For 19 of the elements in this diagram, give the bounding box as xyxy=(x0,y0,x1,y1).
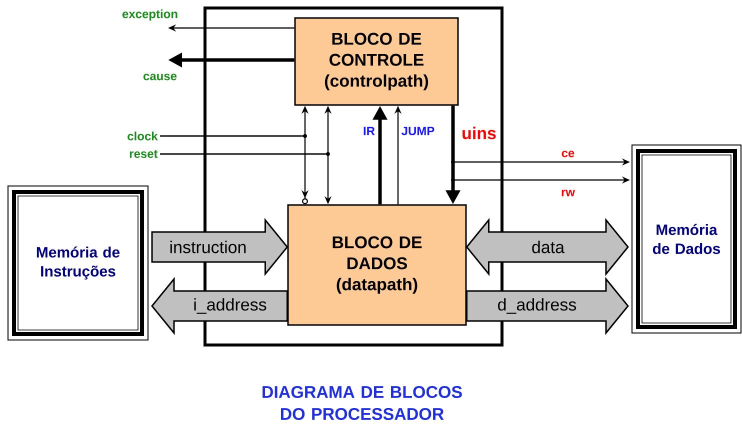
arrow xyxy=(160,135,309,204)
edge-label: rw xyxy=(560,188,576,198)
edge-label: uins xyxy=(460,126,498,140)
edge-label: d_address xyxy=(496,297,578,315)
block-box: BLOCO DE DADOS (datapath) xyxy=(287,204,467,326)
edge-label: cause xyxy=(142,72,178,82)
caption: DIAGRAMA DE BLOCOS DO PROCESSADOR xyxy=(262,386,462,420)
edge-label: exception xyxy=(121,8,180,22)
edge-label: IR xyxy=(362,126,376,136)
memory-box: Memória de Instruções xyxy=(8,186,148,340)
block-box: BLOCO DE CONTROLE (controlpath) xyxy=(294,17,459,106)
edge-label: ce xyxy=(560,150,576,158)
signal-label: reset xyxy=(130,150,158,158)
signal-label: clock xyxy=(128,132,158,140)
edge-label: data xyxy=(530,240,566,254)
memory-box: Memória de Dados xyxy=(632,144,742,334)
edge-label: JUMP xyxy=(400,126,436,136)
edge-label: i_address xyxy=(192,297,268,315)
edge-label: instruction xyxy=(168,240,248,254)
